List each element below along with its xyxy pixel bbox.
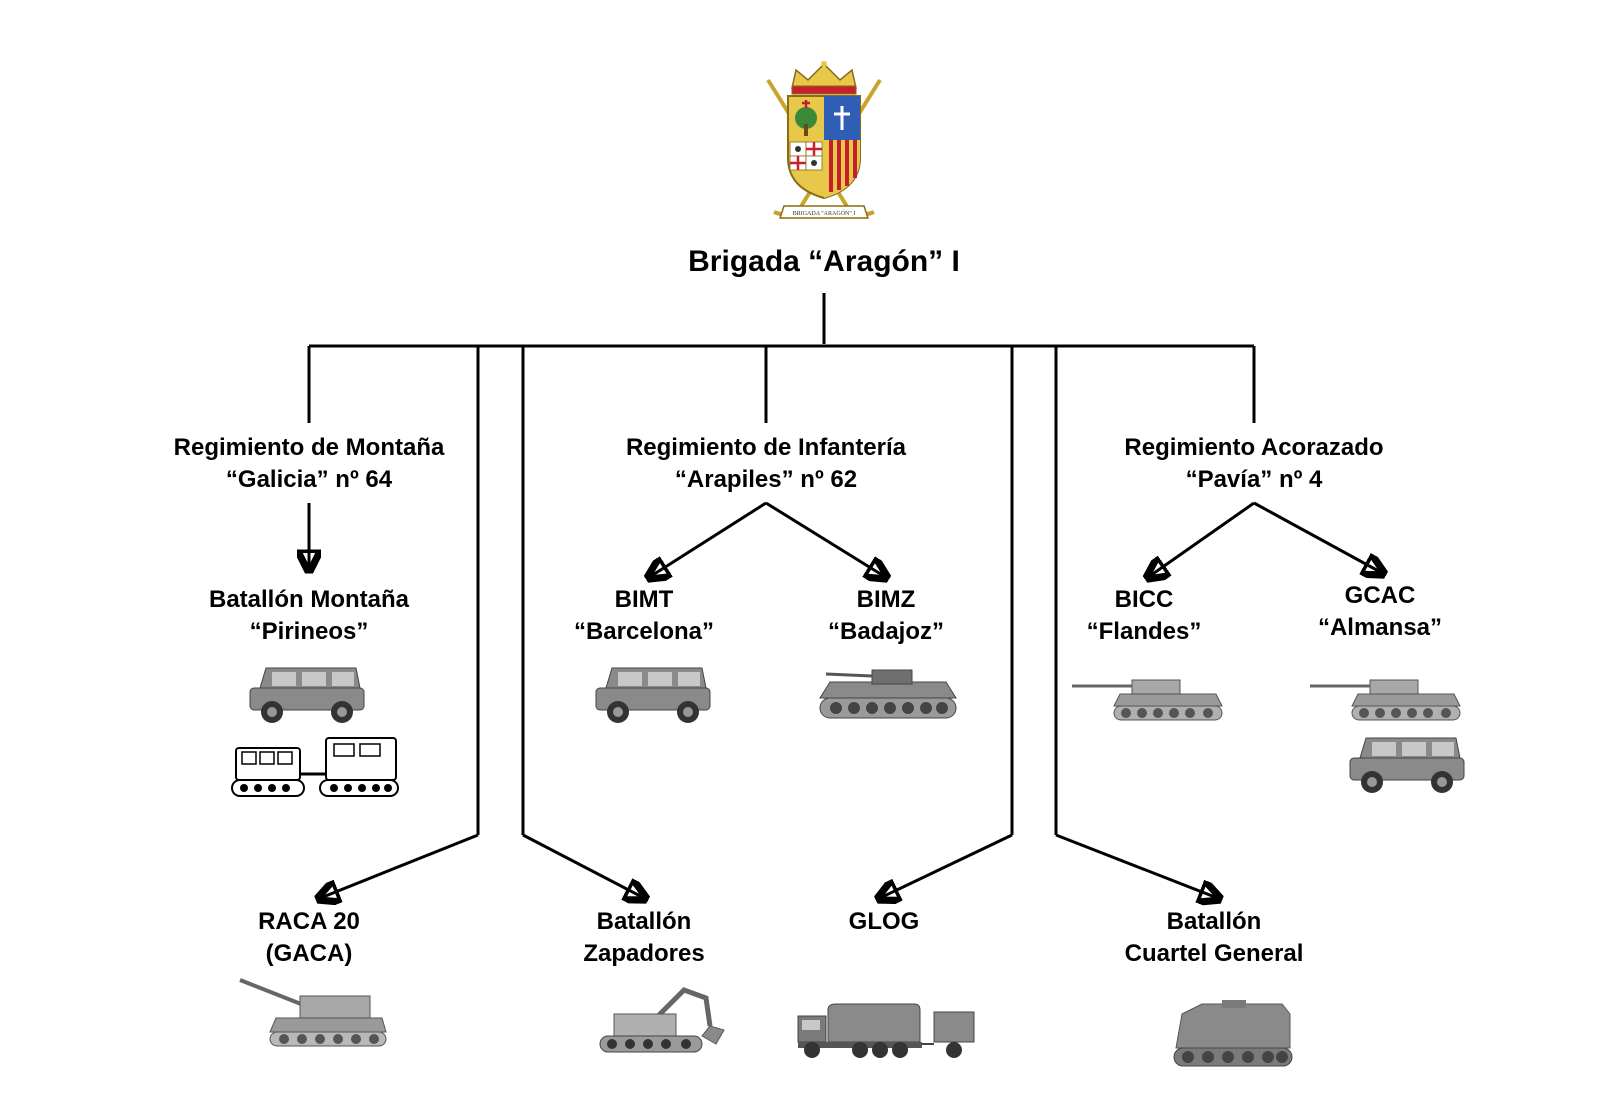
root-title-text: Brigada “Aragón” I (688, 245, 960, 278)
regiment-arapiles-line1: Regimiento de Infantería (625, 434, 907, 461)
unit-cuartel-line1: Batallón (1166, 908, 1262, 935)
tank-icon (1310, 679, 1461, 721)
battalion-bimz: BIMZ “Badajoz” (796, 584, 976, 648)
armored-personnel-carrier-icon (1173, 1000, 1293, 1067)
unit-zapadores-line1: Batallón (596, 908, 692, 935)
arrow-to-bicc (1147, 501, 1255, 578)
battalion-bicc-line2: “Flandes” (1086, 618, 1202, 645)
jeep-icon (249, 667, 365, 723)
ifv-icon (819, 669, 957, 719)
unit-cuartel-line2: Cuartel General (1124, 940, 1304, 967)
tracked-snow-carrier-icon (231, 737, 399, 797)
unit-raca: RACA 20 (GACA) (219, 906, 399, 970)
jeep-icon (1349, 737, 1465, 793)
arrow-to-gcac (1253, 501, 1384, 574)
battalion-bimt-line1: BIMT (614, 586, 674, 613)
regiment-galicia-line1: Regimiento de Montaña (173, 434, 445, 461)
battalion-gcac-line2: “Almansa” (1317, 614, 1443, 641)
arrow-to-glog (878, 833, 1013, 899)
unit-zapadores: Batallón Zapadores (554, 906, 734, 970)
battalion-bimz-line1: BIMZ (856, 586, 916, 613)
arrow-to-cuartel (1055, 833, 1220, 899)
unit-raca-line1: RACA 20 (258, 908, 360, 935)
self-propelled-howitzer-icon (239, 978, 387, 1047)
arrow-to-bimz (765, 501, 887, 578)
jeep-icon (595, 667, 711, 723)
battalion-gcac-line1: GCAC (1344, 582, 1416, 609)
brigade-coat-of-arms-icon: BRIGADA "ARAGÓN" I (766, 61, 882, 219)
emblem-scroll-text: BRIGADA "ARAGÓN" I (793, 209, 856, 217)
unit-cuartel: Batallón Cuartel General (1094, 906, 1334, 970)
battalion-bicc: BICC “Flandes” (1054, 584, 1234, 648)
battalion-gcac: GCAC “Almansa” (1290, 580, 1470, 644)
battalion-bimz-line2: “Badajoz” (827, 618, 944, 645)
battalion-pirineos: Batallón Montaña “Pirineos” (184, 584, 434, 648)
root-title: Brigada “Aragón” I (674, 246, 974, 278)
tank-icon (1072, 679, 1223, 721)
regiment-arapiles-line2: “Arapiles” nº 62 (674, 466, 858, 493)
arrow-to-bimt (648, 501, 767, 578)
logistics-truck-icon (797, 1003, 975, 1058)
unit-zapadores-line2: Zapadores (583, 940, 705, 967)
regiment-arapiles: Regimiento de Infantería “Arapiles” nº 6… (606, 432, 926, 496)
unit-raca-line2: (GACA) (265, 940, 353, 967)
arrow-to-zapadores (522, 833, 646, 899)
unit-glog-line1: GLOG (848, 908, 920, 935)
battalion-bicc-line1: BICC (1114, 586, 1174, 613)
regiment-pavia-line2: “Pavía” nº 4 (1185, 466, 1323, 493)
battalion-pirineos-line1: Batallón Montaña (208, 586, 409, 613)
arrow-to-raca (318, 833, 479, 899)
unit-glog: GLOG (794, 906, 974, 938)
regiment-pavia-line1: Regimiento Acorazado (1124, 434, 1384, 461)
battalion-bimt: BIMT “Barcelona” (554, 584, 734, 648)
regiment-galicia-line2: “Galicia” nº 64 (225, 466, 393, 493)
battalion-bimt-line2: “Barcelona” (573, 618, 715, 645)
armored-excavator-icon (599, 987, 725, 1053)
regiment-pavia: Regimiento Acorazado “Pavía” nº 4 (1104, 432, 1404, 496)
battalion-pirineos-line2: “Pirineos” (249, 618, 369, 645)
regiment-galicia: Regimiento de Montaña “Galicia” nº 64 (159, 432, 459, 496)
